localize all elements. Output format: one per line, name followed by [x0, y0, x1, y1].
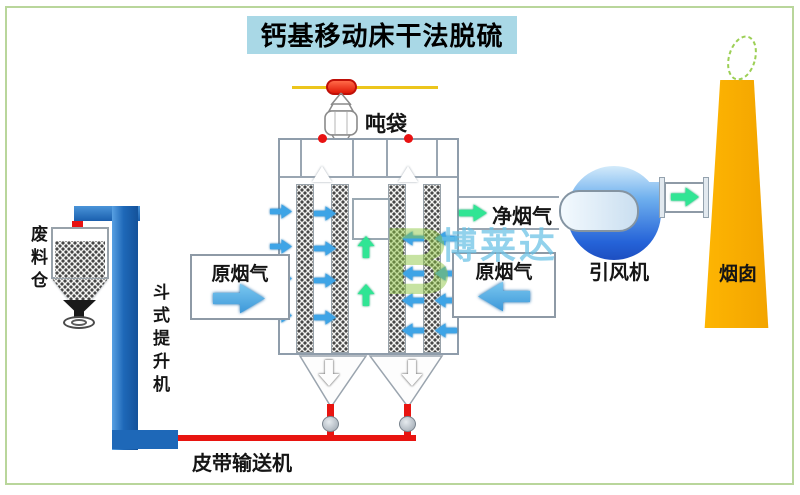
- flow-left-arrow-icon: [435, 293, 457, 308]
- sorbent-bed-column: [423, 184, 441, 353]
- flow-left-arrow-icon: [402, 323, 424, 338]
- vessel-header-divider: [386, 140, 388, 177]
- page-border: [5, 6, 794, 485]
- bucket-elevator-label: 斗式提升机: [150, 283, 169, 398]
- vessel-header-divider: [300, 140, 302, 177]
- sorbent-bed-column: [296, 184, 314, 353]
- watermark-text: 博莱达: [441, 225, 559, 266]
- sorbent-bed-column: [331, 184, 349, 353]
- flow-right-arrow-icon: [671, 187, 699, 207]
- flow-right-arrow-icon: [213, 283, 265, 314]
- ton-bag-label: 吨袋: [365, 113, 407, 136]
- waste-bin-spout-stem: [74, 310, 84, 317]
- waste-bin-label: 废料仓: [28, 225, 47, 294]
- access-door: [352, 198, 390, 240]
- raw-flue-gas-duct-right: [452, 252, 556, 318]
- clean-flue-gas-label: 净烟气: [492, 206, 552, 228]
- flow-right-arrow-icon: [314, 206, 336, 221]
- feed-port-dot-icon: [404, 134, 413, 143]
- vessel-header-divider: [436, 140, 438, 177]
- raw-flue-gas-duct-left: [190, 254, 290, 320]
- watermark-logo: B: [383, 208, 453, 315]
- fan-volute-icon: [559, 166, 666, 260]
- raw-flue-gas-right-label: 原烟气: [475, 262, 533, 283]
- flow-right-arrow-icon: [270, 239, 292, 254]
- clean-gas-duct-line: [459, 228, 559, 230]
- flow-left-arrow-icon: [402, 293, 424, 308]
- sorbent-bed-column: [388, 184, 406, 353]
- chimney-label: 烟囱: [718, 264, 757, 285]
- diagram-title: 钙基移动床干法脱硫: [247, 16, 517, 54]
- bed-feed-peak: [398, 166, 418, 182]
- flow-up-arrow-icon: [357, 284, 375, 306]
- vessel-header-line: [280, 176, 457, 178]
- flow-right-arrow-icon: [314, 273, 336, 288]
- bed-feed-peak: [312, 166, 332, 182]
- duct-flange: [703, 177, 709, 218]
- belt-conveyor-label: 皮带输送机: [192, 453, 292, 475]
- raw-flue-gas-left-label: 原烟气: [211, 264, 269, 285]
- flow-left-arrow-icon: [402, 266, 424, 281]
- discharge-down-arrow-icon: [318, 360, 340, 386]
- flow-left-arrow-icon: [435, 266, 457, 281]
- bucket-elevator-boot: [112, 430, 178, 449]
- duct-flange: [659, 177, 665, 218]
- feed-port-dot-icon: [72, 221, 83, 232]
- smoke-puff-icon: [727, 35, 757, 81]
- ton-bag-icon: [324, 92, 358, 144]
- flow-left-arrow-icon: [435, 323, 457, 338]
- flow-up-arrow-icon: [357, 236, 375, 258]
- flow-right-arrow-icon: [314, 241, 336, 256]
- induced-draft-fan-label: 引风机: [589, 262, 649, 284]
- clean-gas-duct-line: [459, 196, 559, 198]
- rotary-valve-icon: [322, 416, 339, 432]
- flow-left-arrow-icon: [402, 231, 424, 246]
- flow-right-arrow-icon: [314, 310, 336, 325]
- feed-port-dot-icon: [318, 134, 327, 143]
- bucket-elevator-shaft: [112, 206, 138, 450]
- hoist-beam: [292, 86, 438, 89]
- flow-right-arrow-icon: [270, 204, 292, 219]
- discharge-down-arrow-icon: [401, 360, 423, 386]
- waste-bin-material: [55, 241, 105, 278]
- vessel-header-divider: [352, 140, 354, 177]
- flow-left-arrow-icon: [435, 231, 457, 246]
- discharge-hopper: [298, 355, 444, 409]
- rotary-valve-icon: [399, 416, 416, 432]
- waste-bin-outlet-ring-inner: [71, 319, 87, 326]
- flow-left-arrow-icon: [478, 281, 530, 312]
- flow-right-arrow-icon: [459, 204, 487, 222]
- belt-conveyor-line: [174, 435, 416, 441]
- waste-bin-funnel: [51, 279, 109, 304]
